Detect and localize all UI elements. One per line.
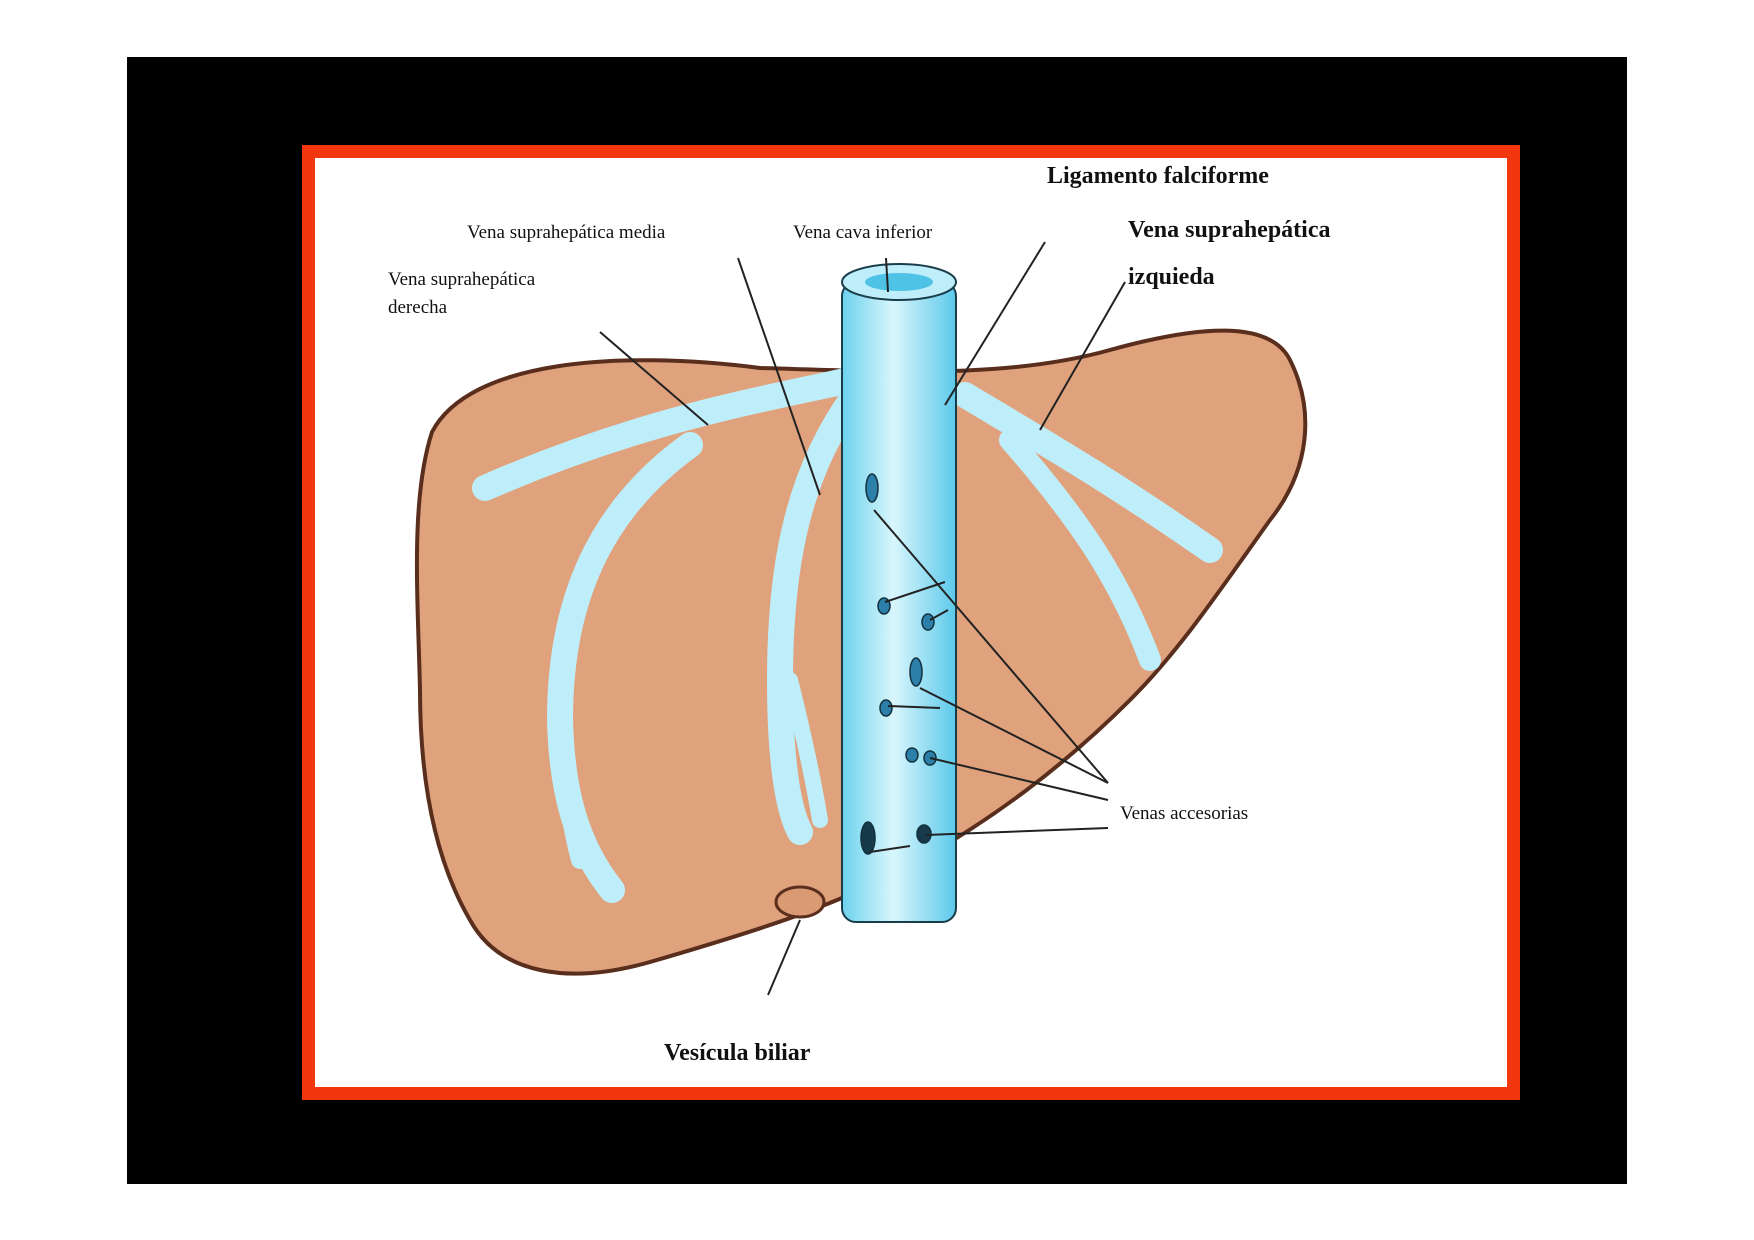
label-vena-suprahepatica-derecha-1: Vena suprahepática <box>388 269 536 290</box>
right-hepatic-vein <box>472 367 863 903</box>
label-vesicula-biliar: Vesícula biliar <box>664 1040 811 1066</box>
label-ligamento-falciforme: Ligamento falciforme <box>1047 163 1269 189</box>
label-vena-suprahepatica-izquierda-2: izquieda <box>1128 264 1215 290</box>
left-hepatic-vein <box>952 382 1223 671</box>
label-vena-suprahepatica-derecha-2: derecha <box>388 297 448 318</box>
leader-lines <box>599 241 1126 996</box>
middle-hepatic-vein <box>766 382 868 845</box>
gallbladder-shape <box>774 885 826 919</box>
label-vena-cava-inferior: Vena cava inferior <box>793 222 933 243</box>
label-vena-suprahepatica-izquierda-1: Vena suprahepática <box>1128 217 1331 243</box>
inferior-vena-cava <box>841 263 957 923</box>
label-vena-suprahepatica-media: Vena suprahepática media <box>467 222 666 243</box>
label-venas-accesorias: Venas accesorias <box>1120 803 1249 824</box>
